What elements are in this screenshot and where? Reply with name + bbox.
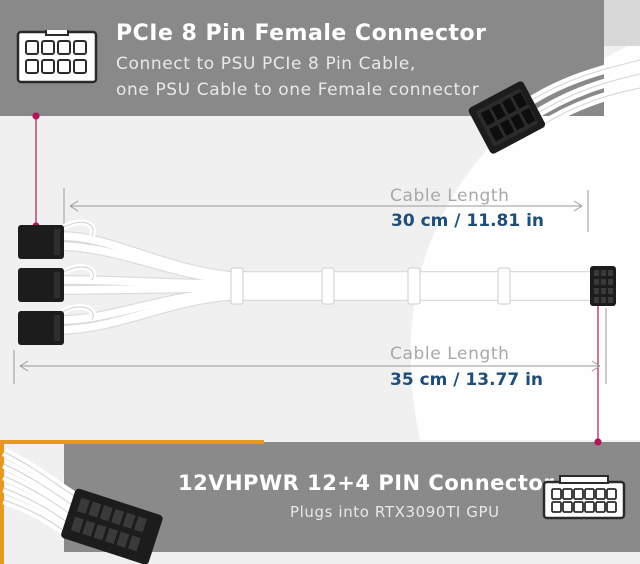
left-8pin-connectors (18, 225, 64, 345)
cable-length-value-30cm: 30 cm / 11.81 in (391, 211, 545, 231)
cable-length-label-30cm: Cable Length (390, 186, 510, 206)
bottom-subtitle: Plugs into RTX3090TI GPU (290, 503, 500, 521)
dimension-line-35cm (13, 308, 607, 384)
12vhpwr-16pin-connector-icon (542, 475, 626, 520)
top-subtitle-line-2: one PSU Cable to one Female connector (116, 80, 480, 100)
bottom-connector-photo (1, 447, 163, 564)
cable-length-label-35cm: Cable Length (390, 344, 510, 364)
top-connector-photo (468, 55, 640, 154)
bottom-title: 12VHPWR 12+4 PIN Connector (178, 471, 555, 495)
cable-combs (230, 267, 511, 305)
top-subtitle-line-1: Connect to PSU PCIe 8 Pin Cable, (116, 54, 416, 74)
pcie-8pin-connector-icon (16, 30, 98, 84)
orange-accent-horizontal (0, 440, 264, 444)
right-12vhpwr-connector (590, 266, 616, 306)
top-title: PCIe 8 Pin Female Connector (116, 21, 487, 46)
cable-length-value-35cm: 35 cm / 13.77 in (390, 370, 544, 390)
orange-accent-vertical (0, 440, 4, 564)
